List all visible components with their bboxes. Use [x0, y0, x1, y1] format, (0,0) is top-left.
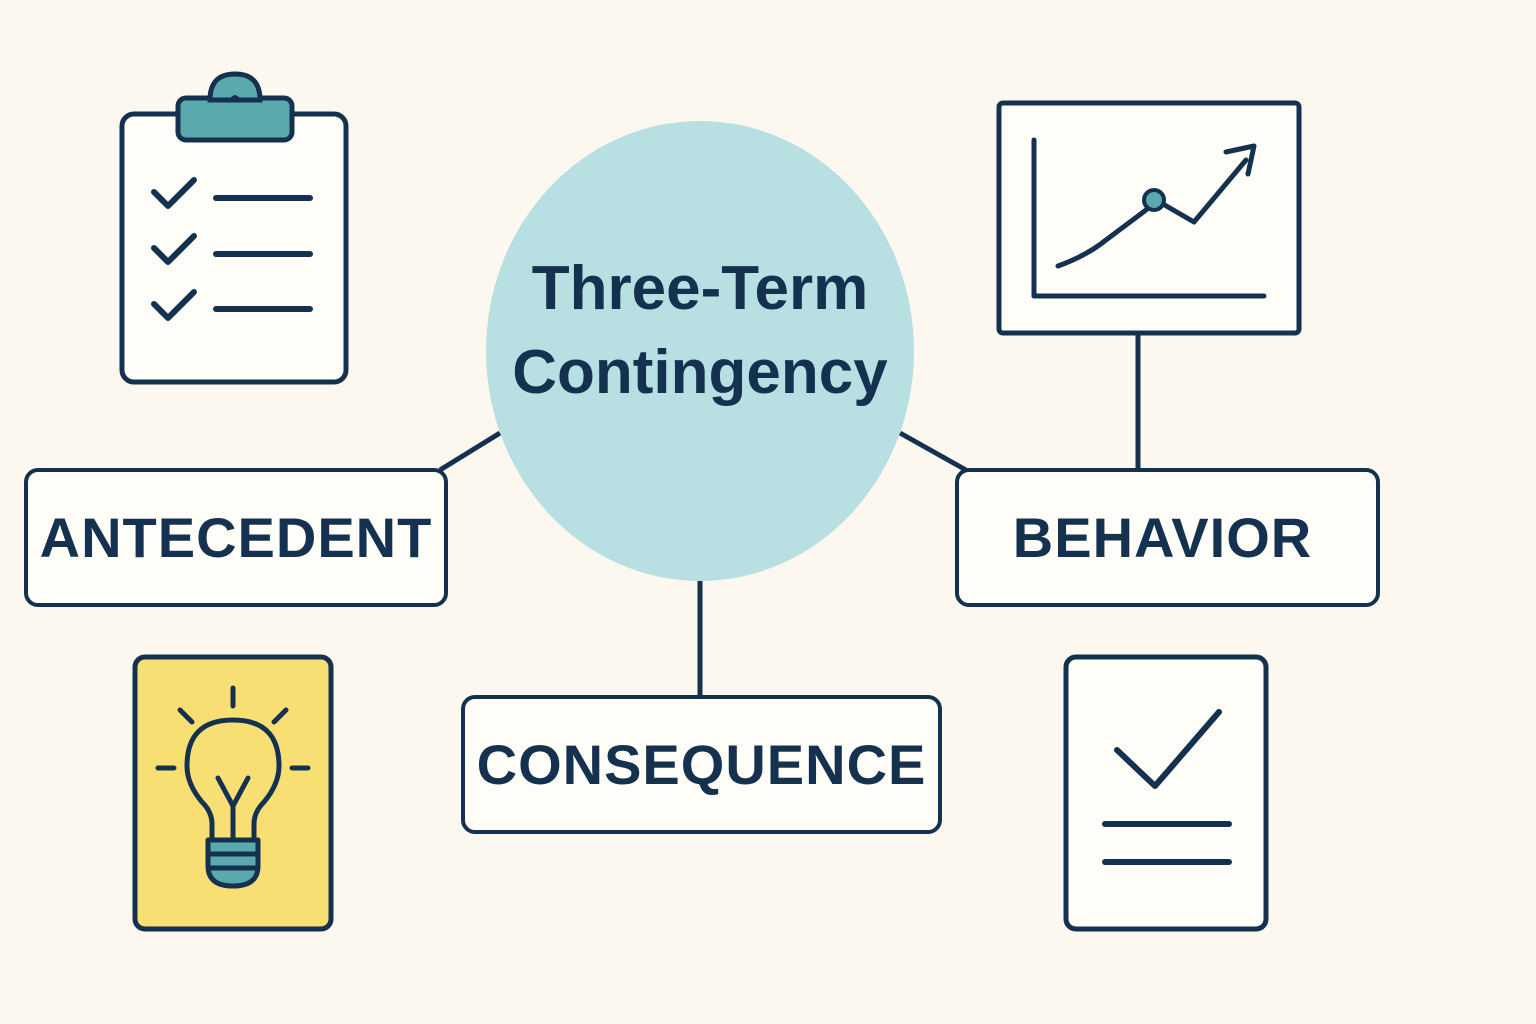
hub-title-line1: Three-Term — [531, 254, 869, 323]
consequence-label: CONSEQUENCE — [476, 733, 927, 796]
checkmark-document-icon — [1063, 654, 1269, 932]
consequence-box: CONSEQUENCE — [461, 695, 942, 834]
connector-hub-behavior — [898, 430, 968, 473]
line-chart-icon — [996, 100, 1302, 336]
three-term-contingency-hub: Three-Term Contingency — [486, 121, 914, 581]
hub-title-line2: Contingency — [512, 338, 888, 407]
lightbulb-icon — [132, 654, 334, 932]
clipboard-checklist-icon — [119, 71, 349, 385]
antecedent-label: ANTECEDENT — [39, 506, 433, 569]
connector-hub-antecedent — [438, 430, 502, 473]
behavior-box: BEHAVIOR — [955, 468, 1380, 607]
behavior-label: BEHAVIOR — [1012, 506, 1313, 569]
antecedent-box: ANTECEDENT — [24, 468, 448, 607]
